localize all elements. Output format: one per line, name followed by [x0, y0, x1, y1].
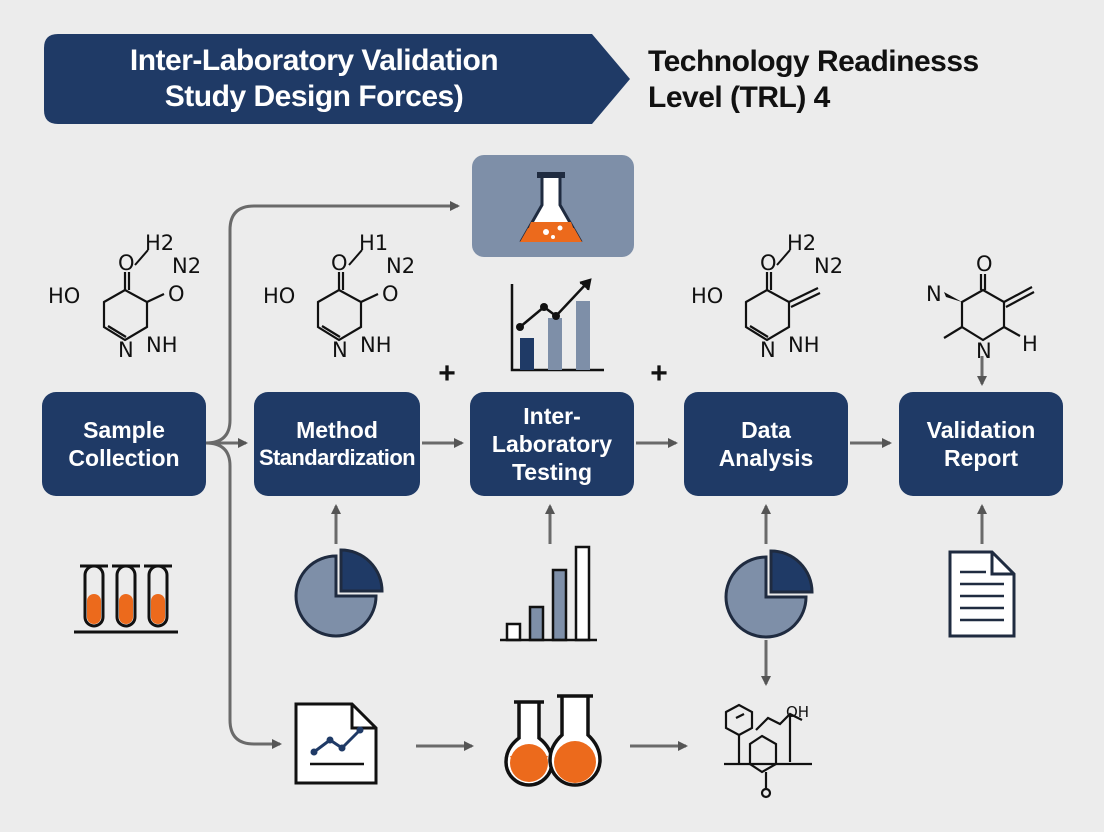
pie-chart-icon-2 — [724, 549, 814, 639]
plus-sign-1: + — [438, 357, 456, 390]
pie-chart-icon — [294, 548, 384, 638]
step-label: Validation — [926, 417, 1036, 443]
line-bar-chart-icon — [510, 278, 604, 372]
step-label: Sample — [83, 417, 165, 443]
plus-sign-2: + — [650, 357, 668, 390]
test-tubes-icon — [74, 564, 178, 634]
atom-o: O — [118, 251, 135, 275]
title-banner-shape — [44, 34, 630, 124]
branch-connectors — [205, 201, 987, 751]
flask-icon — [472, 155, 634, 257]
step-label: Testing — [511, 459, 593, 485]
title-line-1: Inter-Laboratory Validation — [129, 44, 499, 77]
trl-heading: Technology Readinesss Level (TRL) 4 — [648, 44, 988, 116]
step-label: Report — [943, 445, 1019, 471]
atom-o: O — [331, 251, 348, 275]
step-sample-collection: Sample Collection — [42, 392, 206, 496]
step-data-analysis: Data Analysis — [684, 392, 848, 496]
line-chart-document-icon — [294, 702, 378, 785]
atom-n: N — [332, 338, 348, 362]
connector-to-chart-doc — [205, 441, 282, 749]
atom-h1: H1 — [359, 231, 388, 255]
atom-n: N — [118, 338, 134, 362]
title-banner: Inter-Laboratory Validation Study Design… — [44, 34, 584, 124]
atom-n: N — [760, 338, 776, 362]
step-inter-laboratory-testing: Inter- Laboratory Testing — [470, 392, 634, 496]
atom-n2: N2 — [814, 254, 843, 278]
step-label: Analysis — [718, 445, 814, 471]
molecule-structure-2: O H1 N2 HO O N NH — [263, 231, 415, 362]
step-validation-report: Validation Report — [899, 392, 1063, 496]
atom-h: H — [1022, 332, 1038, 356]
atom-o-right: O — [382, 282, 399, 306]
molecule-structure-1: O H2 N2 HO O N NH — [48, 231, 201, 362]
trl-line-1: Technology Readinesss — [648, 45, 979, 78]
step-label: Method — [296, 417, 378, 443]
atom-nh: NH — [360, 333, 392, 357]
bar-chart-icon — [500, 545, 597, 642]
atom-ho: HO — [48, 284, 80, 308]
atom-o-right: O — [168, 282, 185, 306]
document-icon — [948, 550, 1016, 638]
trl-line-2: Level (TRL) 4 — [648, 81, 830, 114]
atom-n: N — [976, 339, 992, 363]
step-label: Collection — [68, 445, 180, 471]
atom-oh: OH — [786, 703, 809, 721]
title-line-2: Study Design Forces) — [164, 80, 464, 113]
atom-o: O — [760, 251, 777, 275]
connector-to-flask — [205, 201, 460, 445]
step-label: Laboratory — [491, 431, 613, 457]
atom-o: O — [976, 252, 993, 276]
step-label: Inter- — [523, 403, 581, 429]
atom-n2: N2 — [386, 254, 415, 278]
atom-n2: N2 — [172, 254, 201, 278]
atom-h2: H2 — [145, 231, 174, 255]
atom-ho: HO — [691, 284, 723, 308]
molecule-structure-4: N O N H — [926, 252, 1038, 363]
step-label: Data — [741, 417, 791, 443]
atom-nh: NH — [146, 333, 178, 357]
atom-nh: NH — [788, 333, 820, 357]
step-method-standardization: Method Standardization — [254, 392, 420, 496]
molecule-icon — [724, 703, 812, 799]
atom-h2: H2 — [787, 231, 816, 255]
molecule-structure-3: O H2 N2 HO N NH — [691, 231, 843, 362]
two-flasks-icon — [504, 694, 602, 787]
atom-n-left: N — [926, 282, 942, 306]
step-label: Standardization — [258, 445, 416, 470]
atom-ho: HO — [263, 284, 295, 308]
